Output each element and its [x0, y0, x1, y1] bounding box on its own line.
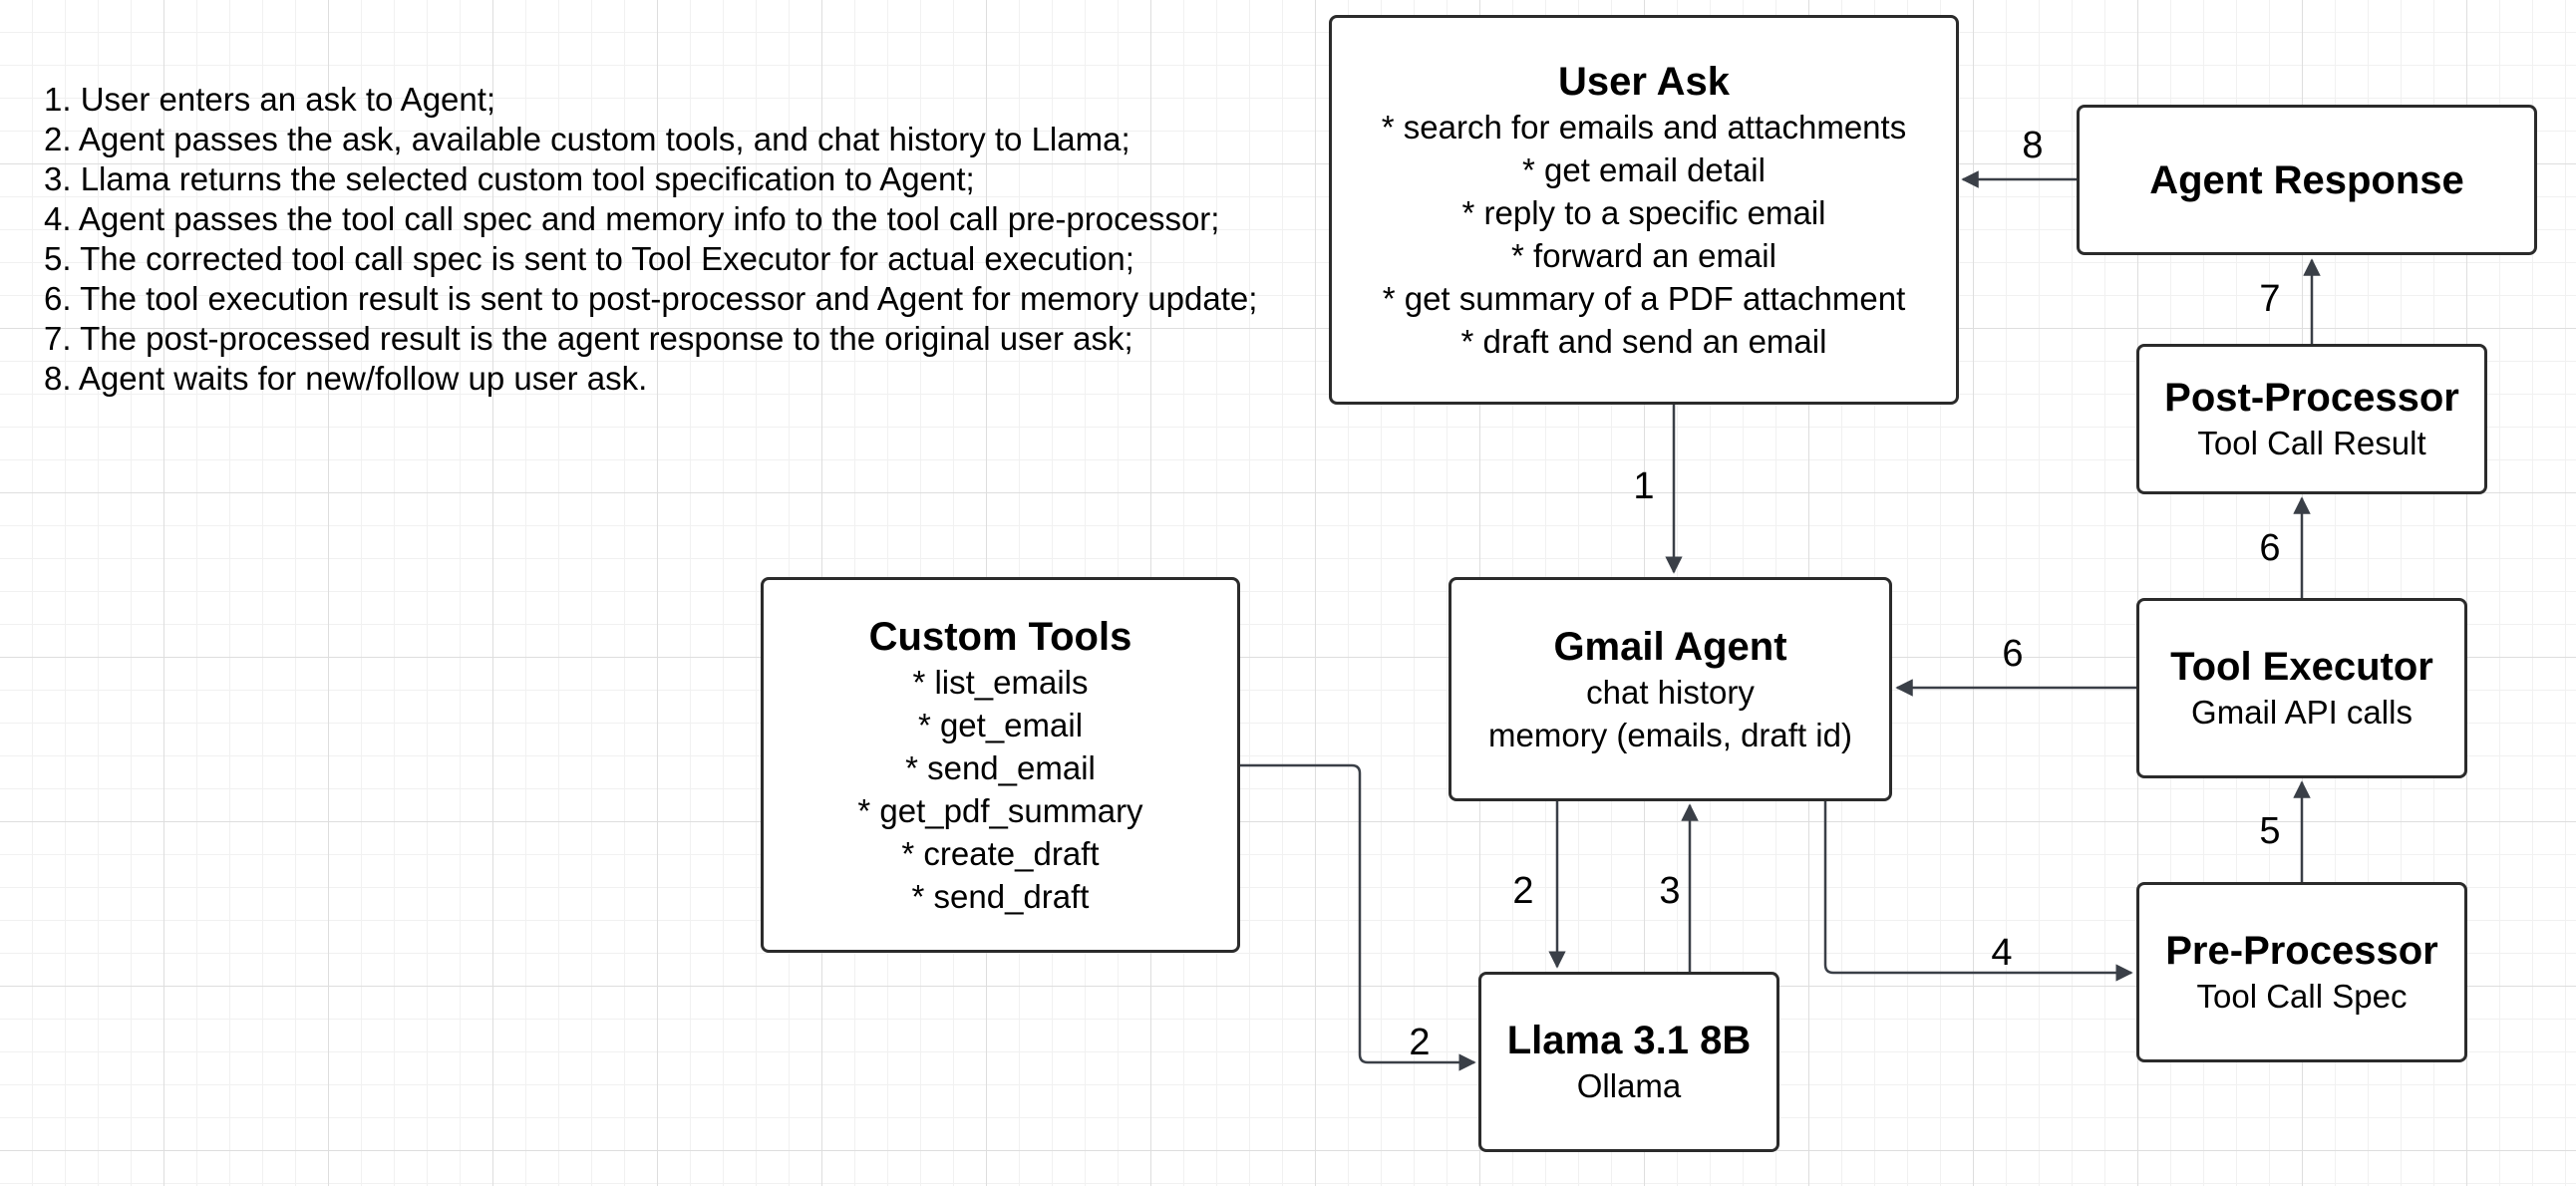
custom-tools-item: * create_draft	[901, 834, 1100, 872]
tool-executor-subtitle: Gmail API calls	[2191, 694, 2413, 731]
pre-processor-title: Pre-Processor	[2165, 929, 2438, 973]
step-item: 7. The post-processed result is the agen…	[44, 320, 1133, 357]
llama-subtitle: Ollama	[1576, 1067, 1682, 1104]
edge-label-6-post: 6	[2259, 527, 2281, 569]
step-item: 6. The tool execution result is sent to …	[44, 280, 1258, 317]
edge-label-3: 3	[1659, 870, 1681, 912]
custom-tools-item: * send_draft	[911, 877, 1090, 915]
custom-tools-item: * get_email	[917, 706, 1084, 743]
user-ask-item: * search for emails and attachments	[1381, 108, 1907, 146]
custom-tools-item: * list_emails	[912, 663, 1089, 701]
user-ask-item: * forward an email	[1511, 236, 1776, 274]
step-list: 1. User enters an ask to Agent; 2. Agent…	[44, 80, 1340, 399]
edge-label-7: 7	[2259, 278, 2281, 320]
gmail-agent-title: Gmail Agent	[1553, 624, 1787, 669]
tool-executor-node: Tool Executor Gmail API calls	[2136, 598, 2467, 778]
step-item: 1. User enters an ask to Agent;	[44, 81, 496, 118]
user-ask-node: User Ask * search for emails and attachm…	[1329, 15, 1959, 405]
edge-label-2: 2	[1512, 870, 1534, 912]
agent-response-title: Agent Response	[2149, 157, 2464, 202]
custom-tools-node: Custom Tools * list_emails * get_email *…	[761, 577, 1240, 953]
user-ask-item-list: * search for emails and attachments * ge…	[1382, 106, 1906, 363]
custom-tools-title: Custom Tools	[868, 614, 1132, 659]
user-ask-item: * draft and send an email	[1460, 322, 1827, 360]
user-ask-title: User Ask	[1558, 59, 1730, 104]
post-processor-subtitle: Tool Call Result	[2197, 425, 2426, 461]
edge-label-5: 5	[2259, 810, 2281, 852]
agent-response-node: Agent Response	[2077, 105, 2537, 255]
step-item: 4. Agent passes the tool call spec and m…	[44, 200, 1220, 237]
custom-tools-item: * send_email	[905, 748, 1096, 786]
step-item: 3. Llama returns the selected custom too…	[44, 160, 975, 197]
edge-label-1: 1	[1633, 465, 1655, 507]
post-processor-node: Post-Processor Tool Call Result	[2136, 344, 2487, 494]
edge-label-4: 4	[1991, 932, 2013, 974]
edge-label-8: 8	[2022, 125, 2044, 166]
user-ask-item: * reply to a specific email	[1461, 193, 1826, 231]
gmail-agent-line: chat history	[1586, 673, 1755, 711]
user-ask-item: * get summary of a PDF attachment	[1382, 279, 1906, 317]
step-item: 8. Agent waits for new/follow up user as…	[44, 360, 648, 397]
edge-gmail-agent-to-pre-processor	[1823, 800, 2133, 982]
step-item: 5. The corrected tool call spec is sent …	[44, 240, 1134, 277]
llama-node: Llama 3.1 8B Ollama	[1478, 972, 1779, 1152]
tool-executor-title: Tool Executor	[2170, 645, 2433, 689]
llama-title: Llama 3.1 8B	[1506, 1019, 1752, 1062]
user-ask-item: * get email detail	[1522, 150, 1766, 188]
edge-label-6-agent: 6	[2002, 633, 2024, 675]
post-processor-title: Post-Processor	[2164, 376, 2459, 420]
edge-label-2-custom-tools: 2	[1409, 1022, 1431, 1063]
custom-tools-item-list: * list_emails * get_email * send_email *…	[857, 661, 1142, 918]
custom-tools-item: * get_pdf_summary	[857, 791, 1143, 829]
gmail-agent-line: memory (emails, draft id)	[1488, 716, 1852, 753]
pre-processor-subtitle: Tool Call Spec	[2196, 978, 2408, 1015]
pre-processor-node: Pre-Processor Tool Call Spec	[2136, 882, 2467, 1062]
step-item: 2. Agent passes the ask, available custo…	[44, 121, 1130, 157]
gmail-agent-node: Gmail Agent chat history memory (emails,…	[1449, 577, 1892, 801]
edge-custom-tools-to-llama	[1240, 763, 1476, 1071]
